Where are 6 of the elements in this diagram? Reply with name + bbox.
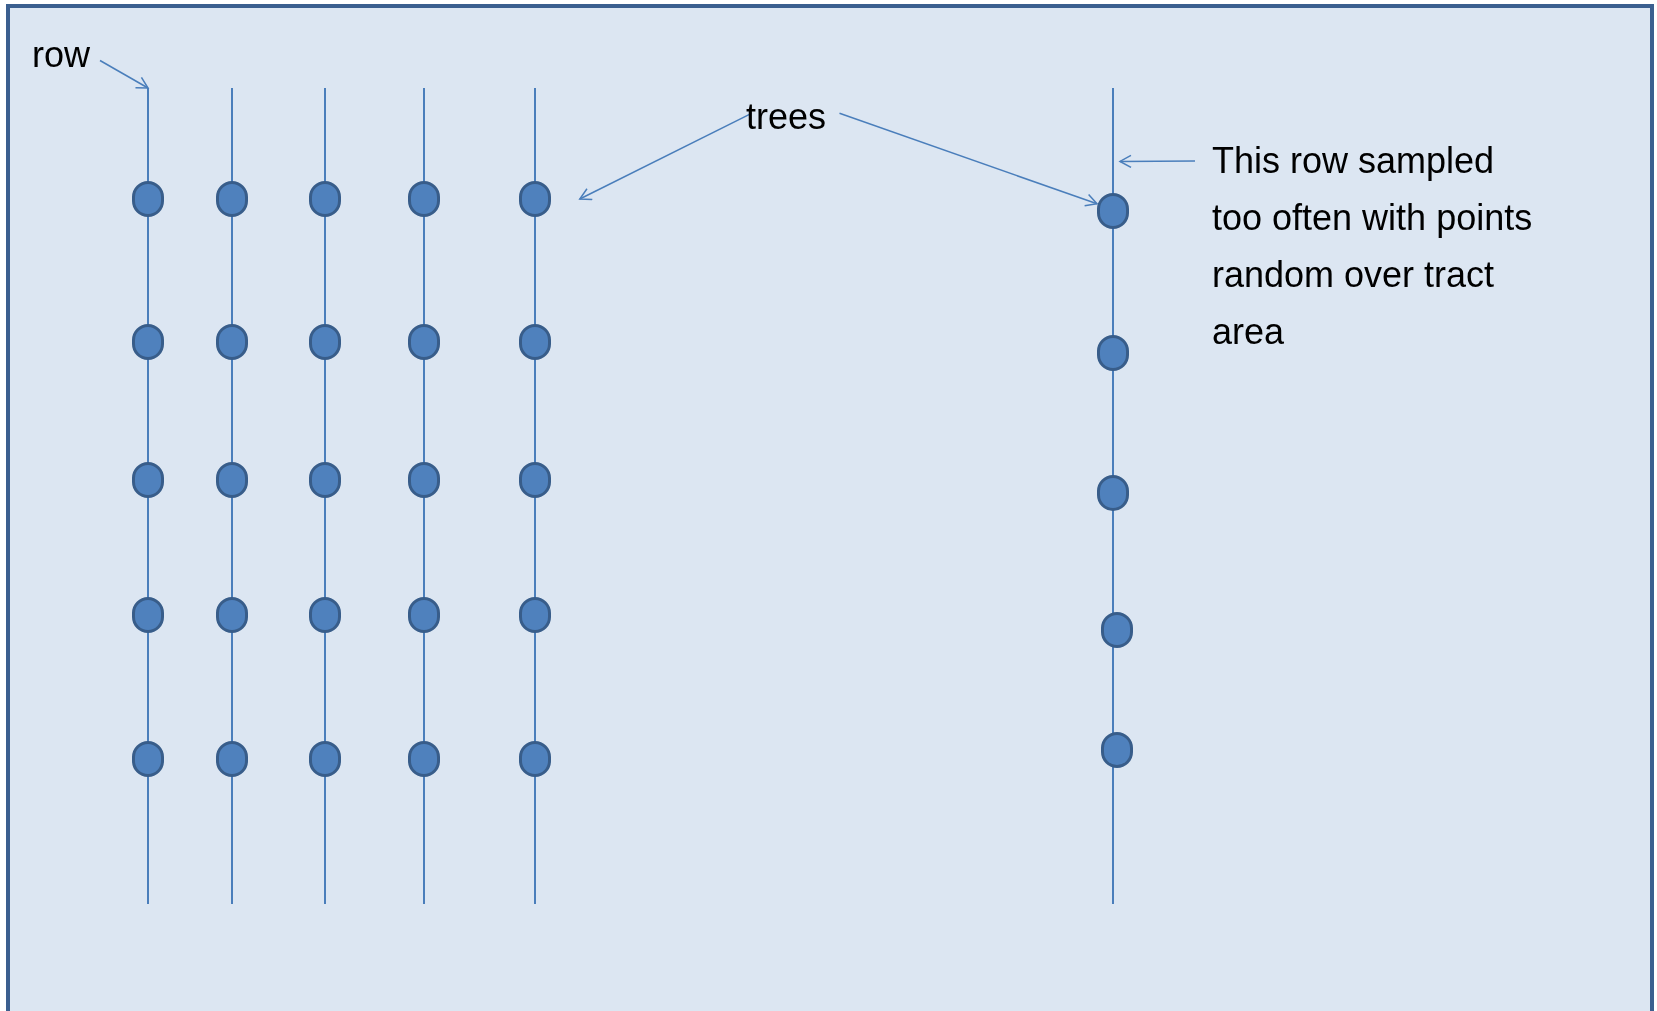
row-label: row [32,33,91,77]
trees-label: trees [746,95,828,139]
leader-line [99,59,149,89]
leader-line [838,112,1098,207]
note-text: This row sampled too often with points random over tract area [1212,139,1534,354]
leader-line [1119,154,1196,169]
